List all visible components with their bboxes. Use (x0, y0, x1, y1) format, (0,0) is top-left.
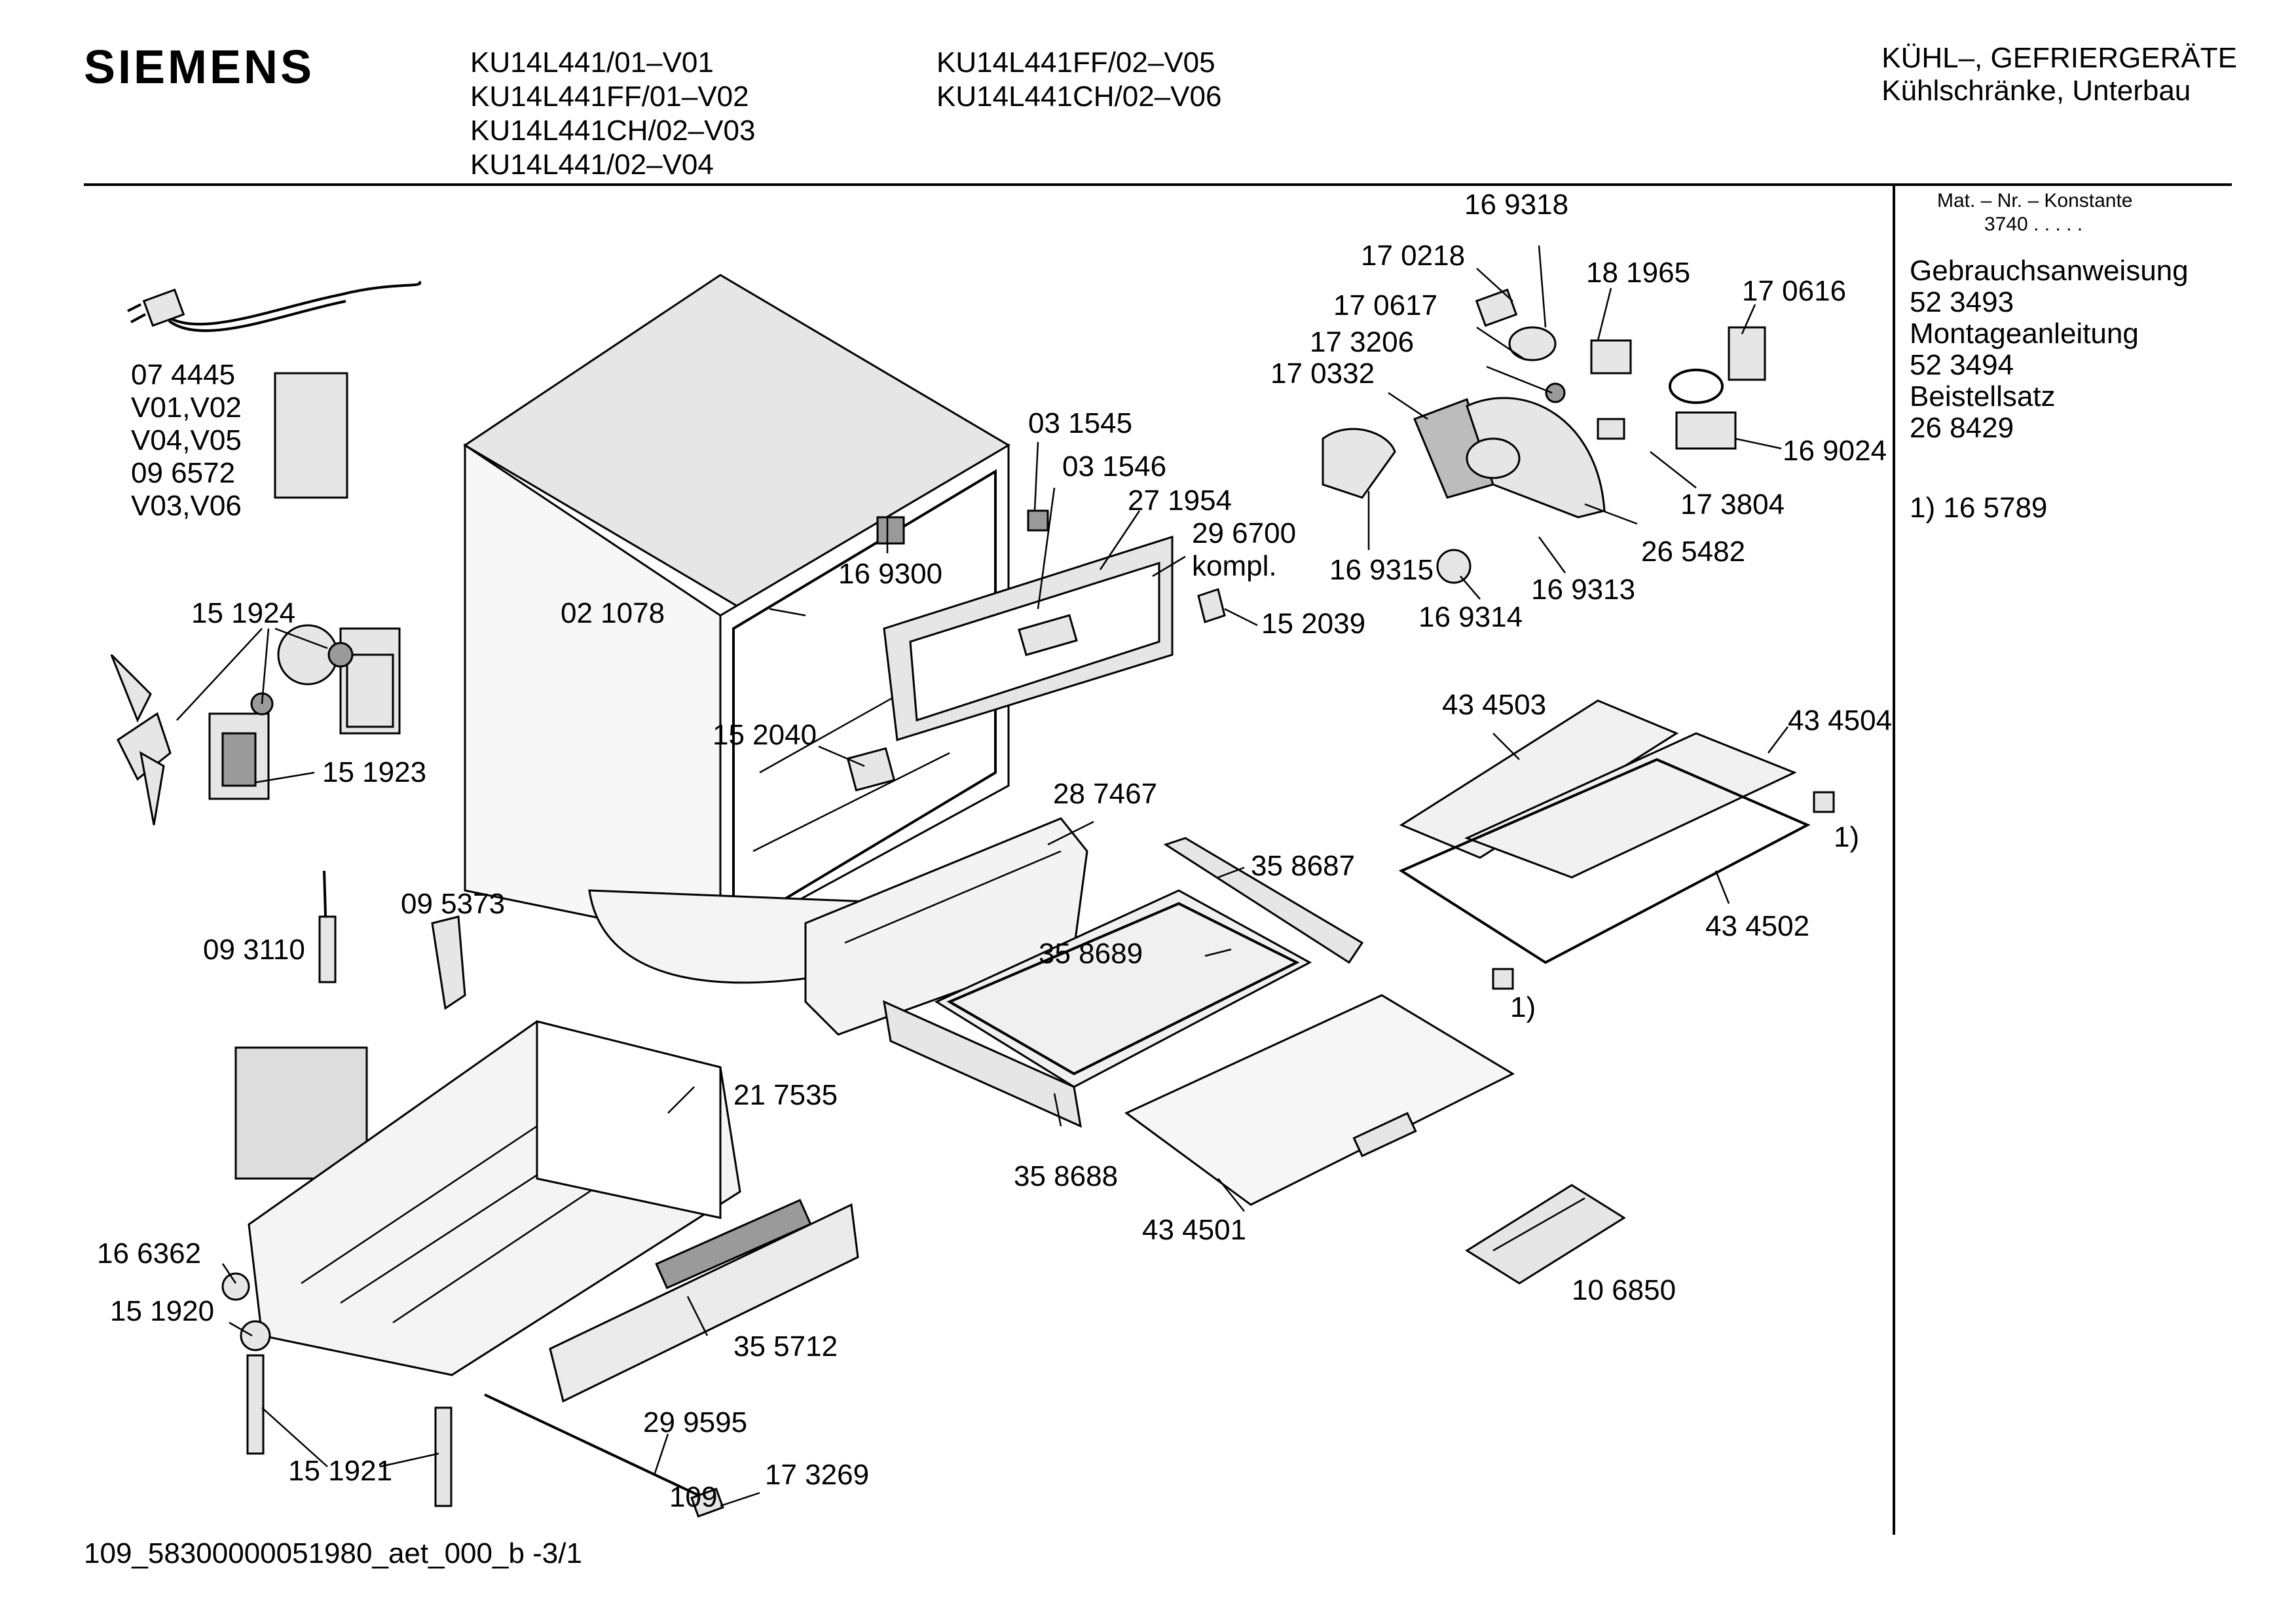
model-number: KU14L441FF/01–V02 (470, 81, 749, 113)
header-divider (84, 183, 2232, 186)
part-label: 16 9313 (1531, 574, 1636, 606)
variant-label: V03,V06 (131, 490, 242, 522)
part-label: 15 2039 (1261, 608, 1366, 640)
part-label: 29 6700 (1192, 517, 1297, 549)
right-shelves-drawing (1398, 699, 1835, 990)
part-label: 09 6572 (131, 457, 236, 489)
part-label: 17 3206 (1310, 326, 1415, 358)
category-subline: Kühlschränke, Unterbau (1881, 75, 2191, 107)
model-number: KU14L441FF/02–V05 (936, 46, 1215, 79)
shelf-frame-drawing (883, 837, 1364, 1128)
part-label: 17 0332 (1270, 357, 1375, 390)
variant-label: V01,V02 (131, 392, 242, 424)
part-label: 29 9595 (643, 1406, 748, 1438)
part-label: 28 7467 (1053, 778, 1158, 810)
model-list-1: KU14L441/01–V01 KU14L441FF/01–V02 KU14L4… (470, 46, 755, 182)
category-line: KÜHL–, GEFRIERGERÄTE (1881, 42, 2237, 74)
part-label: 16 6362 (97, 1237, 202, 1270)
part-label: 15 1920 (110, 1295, 215, 1327)
part-label: 35 5712 (733, 1330, 838, 1363)
part-label: 16 9315 (1329, 554, 1434, 586)
part-label: 43 4501 (1142, 1214, 1247, 1246)
variant-label: V04,V05 (131, 424, 242, 456)
part-label: 10 6850 (1572, 1274, 1676, 1306)
brand-logo: SIEMENS (84, 41, 315, 94)
mat-nr-value: 3740 . . . . . (1984, 213, 2083, 235)
doc-line: 52 3493 (1910, 286, 2014, 318)
part-label: 35 8689 (1039, 938, 1143, 970)
ice-tray-drawing (1465, 1184, 1626, 1285)
doc-line: Beistellsatz (1910, 380, 2056, 412)
model-number: KU14L441CH/02–V06 (936, 81, 1222, 113)
part-label: 15 1923 (322, 756, 427, 788)
model-list-2: KU14L441FF/02–V05 KU14L441CH/02–V06 (936, 46, 1221, 114)
part-label: 15 2040 (713, 719, 817, 751)
part-label: 16 9318 (1464, 189, 1569, 221)
part-label: 17 0617 (1333, 289, 1438, 321)
part-label: 43 4503 (1442, 689, 1547, 721)
part-label: 35 8688 (1014, 1160, 1119, 1192)
part-label: 26 5482 (1641, 536, 1746, 568)
part-label: 07 4445 (131, 359, 236, 391)
footnote: 1) 16 5789 (1910, 492, 2048, 524)
doc-line: Gebrauchsanweisung (1910, 255, 2189, 287)
part-label: 15 1921 (288, 1455, 393, 1487)
document-id: 109_58300000051980_aet_000_b -3/1 (84, 1537, 582, 1569)
doc-line: Montageanleitung (1910, 318, 2139, 350)
feet-and-screws-drawing (221, 1272, 724, 1518)
thermostat-assembly-drawing (1322, 288, 1766, 584)
part-label: kompl. (1192, 550, 1277, 582)
part-label: 18 1965 (1586, 257, 1691, 289)
part-label: 03 1545 (1028, 407, 1133, 439)
model-number: KU14L441/01–V01 (470, 46, 714, 79)
side-divider (1893, 186, 1895, 1535)
part-label: 02 1078 (561, 597, 665, 629)
part-label: 09 3110 (203, 934, 305, 966)
part-label: 17 0218 (1361, 240, 1466, 272)
footnote-marker: 1) (1834, 821, 1860, 853)
mat-nr-label: Mat. – Nr. – Konstante (1937, 190, 2133, 211)
part-label: 03 1546 (1062, 450, 1167, 483)
part-label: 43 4502 (1705, 910, 1810, 942)
power-cord-drawing (127, 280, 422, 333)
footnote-marker: 1) (1510, 991, 1536, 1023)
part-label: 27 1954 (1128, 485, 1232, 517)
part-label: 15 1924 (191, 597, 296, 629)
part-label: 17 0616 (1742, 275, 1847, 307)
sensor-drawing (318, 870, 466, 1010)
doc-line: 52 3494 (1910, 349, 2014, 381)
part-label: 16 9314 (1418, 601, 1523, 633)
part-label: 21 7535 (733, 1079, 838, 1111)
leader-lines (176, 245, 1788, 1507)
part-label: 109 (669, 1481, 718, 1513)
fan-motor-drawing (110, 372, 401, 826)
base-frame-drawing (234, 1020, 859, 1403)
documents-list: Gebrauchsanweisung 52 3493 Montageanleit… (1910, 255, 2189, 444)
category-title: KÜHL–, GEFRIERGERÄTE Kühlschränke, Unter… (1881, 42, 2237, 107)
doc-line: 26 8429 (1910, 412, 2014, 444)
glass-shelf-drawing (1124, 994, 1515, 1206)
model-number: KU14L441/02–V04 (470, 149, 714, 181)
part-label: 35 8687 (1251, 850, 1356, 882)
part-label: 09 5373 (401, 888, 506, 920)
part-label: 17 3804 (1680, 488, 1785, 521)
part-label: 43 4504 (1788, 705, 1893, 737)
freezer-door-drawing (846, 509, 1226, 792)
model-number: KU14L441CH/02–V03 (470, 115, 756, 147)
part-label: 17 3269 (765, 1459, 870, 1491)
part-label: 16 9300 (838, 558, 943, 590)
part-label: 16 9024 (1783, 435, 1887, 467)
